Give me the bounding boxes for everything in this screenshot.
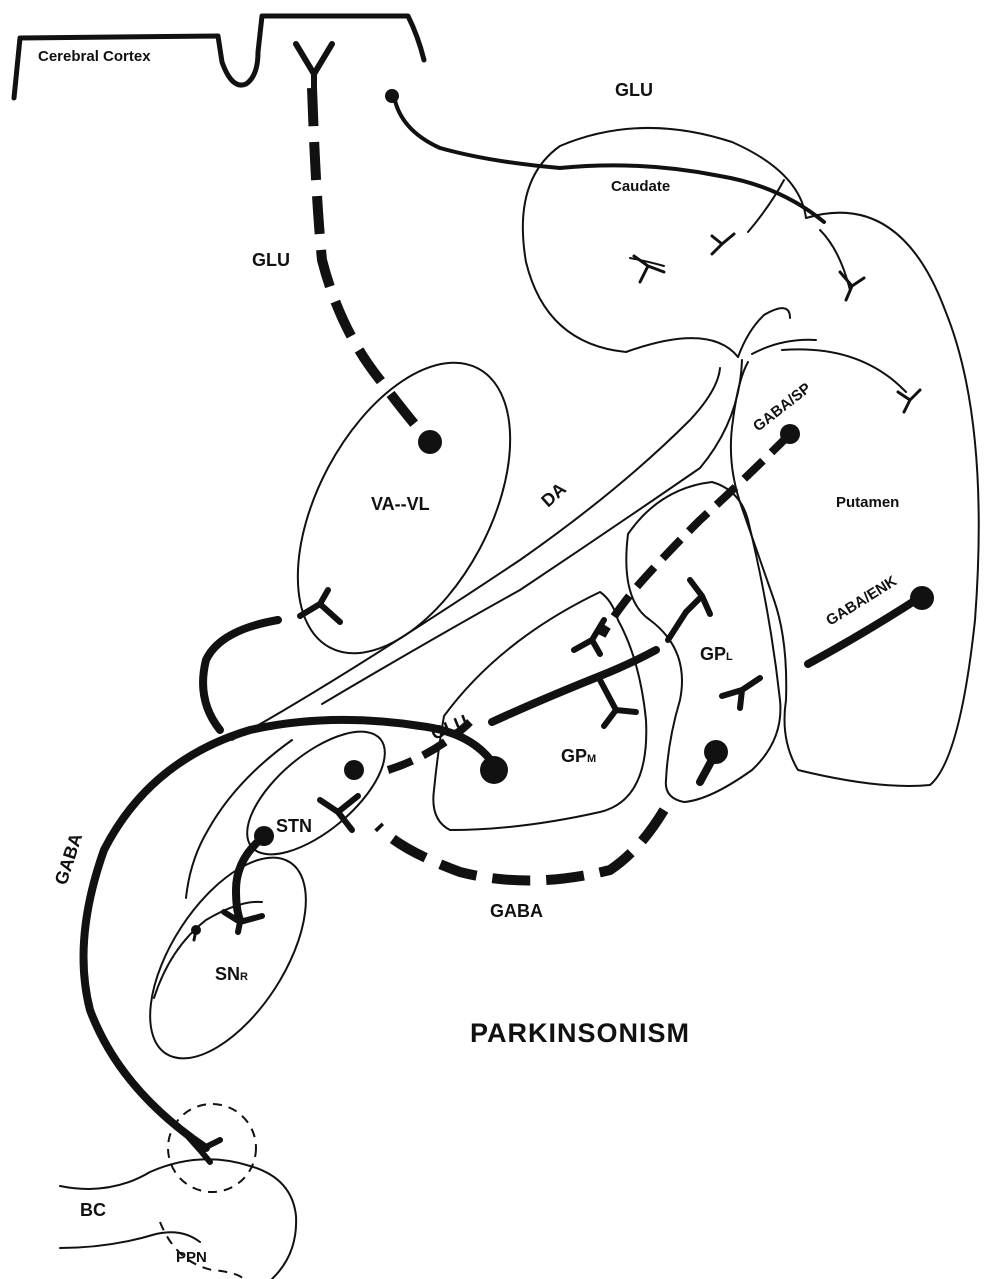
gpl-synapse-1 xyxy=(686,580,710,614)
label-thalamus-va-vl: VA--VL xyxy=(371,494,430,514)
gpl-stn-gaba-projection xyxy=(378,810,664,881)
label-ppn: PPN xyxy=(176,1249,207,1266)
label-putamen: Putamen xyxy=(836,494,899,511)
gpm-synapse-1 xyxy=(574,620,604,654)
gpl-synapse-2 xyxy=(722,678,760,708)
cortex-glu-projection xyxy=(394,96,824,222)
snr-synapse xyxy=(224,912,262,932)
label-gaba-sp: GABA/SP xyxy=(750,380,814,435)
gpm-thalamus-projection xyxy=(203,620,278,730)
synapse-caudate-1 xyxy=(634,256,664,282)
snr-small-stalk xyxy=(194,930,196,940)
cortex-glu-terminal xyxy=(385,89,399,103)
stn-snr-terminal xyxy=(254,826,274,846)
diagram-title: PARKINSONISM xyxy=(470,1018,690,1048)
snr-inner-line xyxy=(154,902,262,998)
label-caudate: Caudate xyxy=(611,178,670,195)
label-gaba-gpl-stn: GABA xyxy=(490,901,543,921)
synapse-caudate-2 xyxy=(712,234,734,254)
stn-terminal xyxy=(344,760,364,780)
snr-outline xyxy=(119,832,337,1084)
gpm-synapse-3 xyxy=(668,612,686,640)
thalamocortical-terminal xyxy=(418,430,442,454)
label-glu-cortex-caudate: GLU xyxy=(615,80,653,100)
label-cerebral-cortex: Cerebral Cortex xyxy=(38,48,151,65)
cortex-glu-putamen-branch-2 xyxy=(820,230,850,290)
stn-synapse xyxy=(320,796,358,830)
gaba-sp-terminal xyxy=(780,424,800,444)
gaba-enk-terminal xyxy=(910,586,934,610)
da-pathway-lower xyxy=(322,360,742,704)
caudate-outline xyxy=(523,128,806,357)
gpl-output-terminal xyxy=(704,740,728,764)
cortex-synapse-fork xyxy=(296,44,332,90)
gpl-outline xyxy=(626,482,780,802)
label-da: DA xyxy=(537,479,570,511)
label-bc: BC xyxy=(80,1200,106,1220)
gpm-synapse-2 xyxy=(600,680,636,726)
gpm-output-terminal xyxy=(480,756,508,784)
label-snr: SNR xyxy=(215,964,248,984)
synapse-putamen-1 xyxy=(840,272,864,300)
label-gpm: GPM xyxy=(561,746,596,766)
thalamocortical-glu-projection xyxy=(312,88,430,442)
ppn-dashed-outline xyxy=(168,1104,256,1192)
label-glu-thalamocortical: GLU xyxy=(252,250,290,270)
thalamus-synapse-fork xyxy=(300,590,340,622)
stn-snr-projection xyxy=(236,838,262,920)
label-gpl: GPL xyxy=(700,644,733,664)
putamen-inner-outline xyxy=(752,340,816,354)
label-stn: STN xyxy=(276,816,312,836)
label-gaba-gpm-ppn: GABA xyxy=(51,831,86,888)
synapse-putamen-2 xyxy=(898,390,920,412)
gpm-ppn-gaba-projection xyxy=(84,720,492,1148)
brainstem-lower-outline xyxy=(60,1232,200,1248)
ppn-synapse-fork xyxy=(184,1132,220,1162)
